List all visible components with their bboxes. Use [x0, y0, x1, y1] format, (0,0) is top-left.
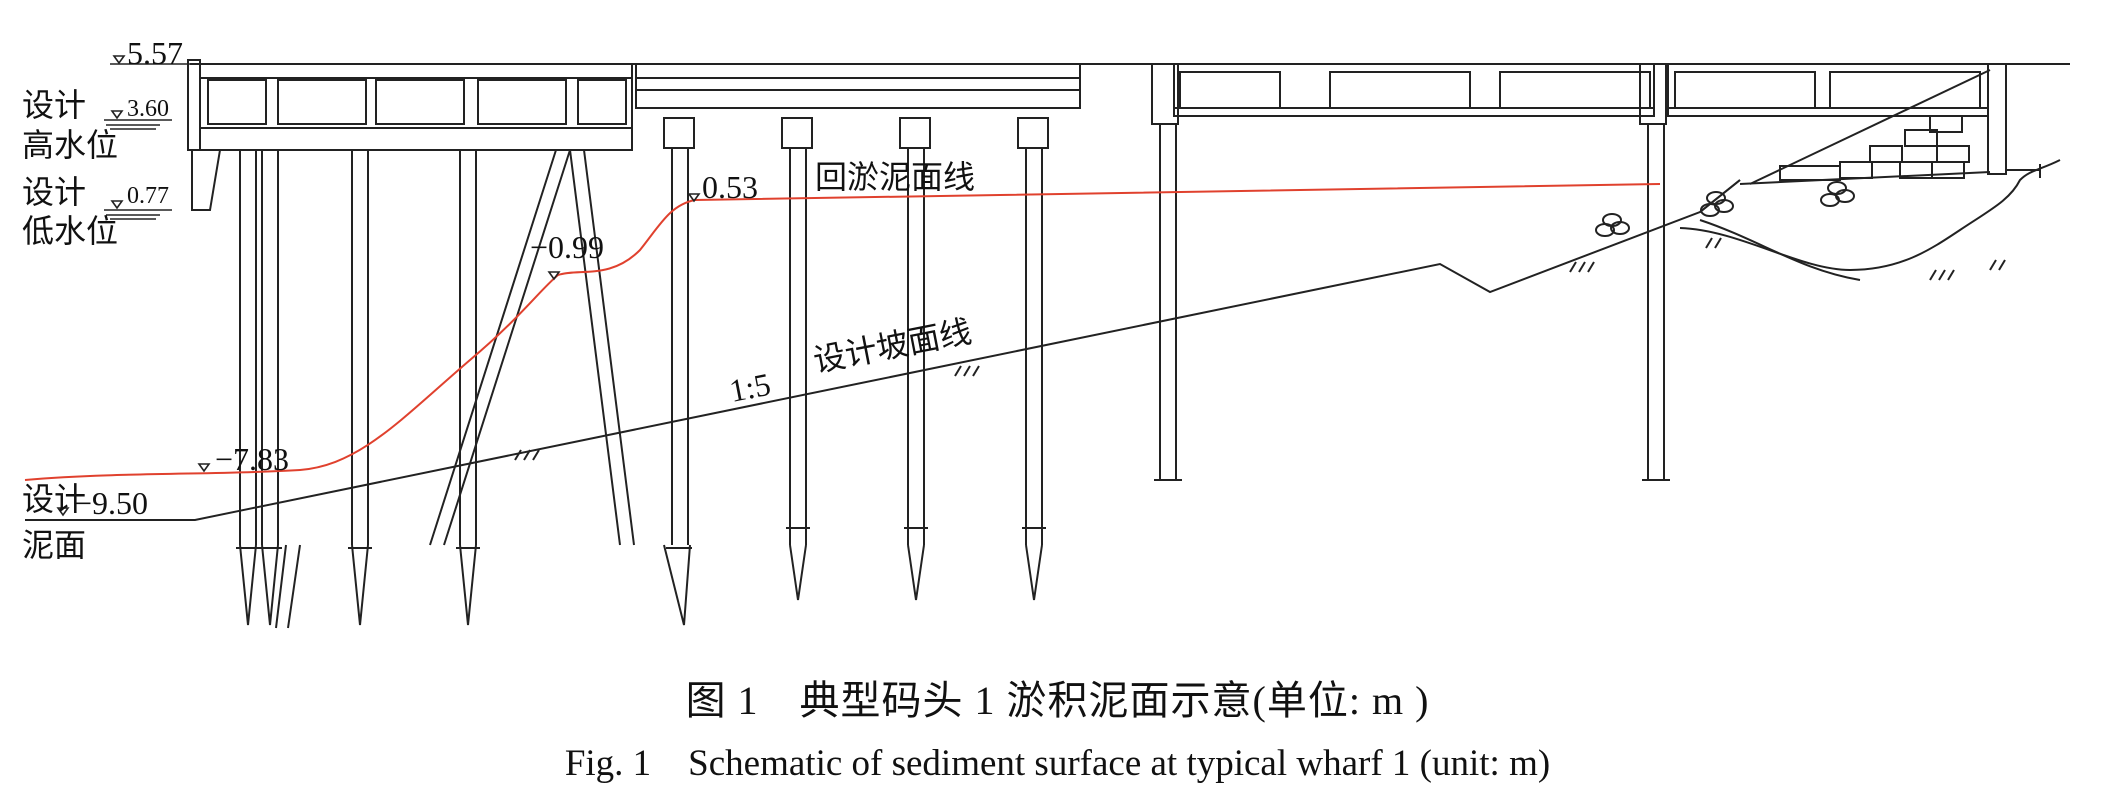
label-silt-line: 回淤泥面线	[815, 159, 975, 195]
elev-low-water: 0.77	[127, 183, 169, 209]
elev-top: 5.57	[127, 35, 183, 71]
elev-sediment-b: −0.99	[530, 229, 604, 265]
silt-line	[24, 183, 1661, 481]
elev-sediment-c: −7.83	[215, 441, 289, 477]
elev-mud: −9.50	[74, 485, 148, 521]
label-slope-ratio: 1:5	[726, 366, 773, 409]
label-design-mud: 设计	[22, 481, 86, 517]
label-design-low: 设计	[22, 174, 86, 210]
figure-caption-cn: 图 1 典型码头 1 淤积泥面示意(单位: m )	[685, 678, 1430, 723]
elevation-markers	[25, 55, 701, 521]
piles	[236, 124, 1670, 629]
elev-sediment-a: 0.53	[702, 169, 758, 205]
label-design-slope: 设计坡面线	[810, 313, 974, 379]
figure-caption-en: Fig. 1 Schematic of sediment surface at …	[564, 743, 1551, 784]
label-mud-surface: 泥面	[22, 527, 86, 563]
label-high-water: 高水位	[22, 127, 118, 163]
wharf-deck	[187, 59, 2070, 211]
wharf-section-diagram: 5.57 设计 3.60 高水位 设计 0.77 低水位 0.53 回淤泥面线 …	[22, 35, 2070, 629]
label-low-water: 低水位	[22, 213, 118, 249]
label-design-high: 设计	[22, 87, 86, 123]
diagram-labels: 5.57 设计 3.60 高水位 设计 0.77 低水位 0.53 回淤泥面线 …	[22, 35, 975, 563]
elev-high-water: 3.60	[127, 96, 169, 122]
